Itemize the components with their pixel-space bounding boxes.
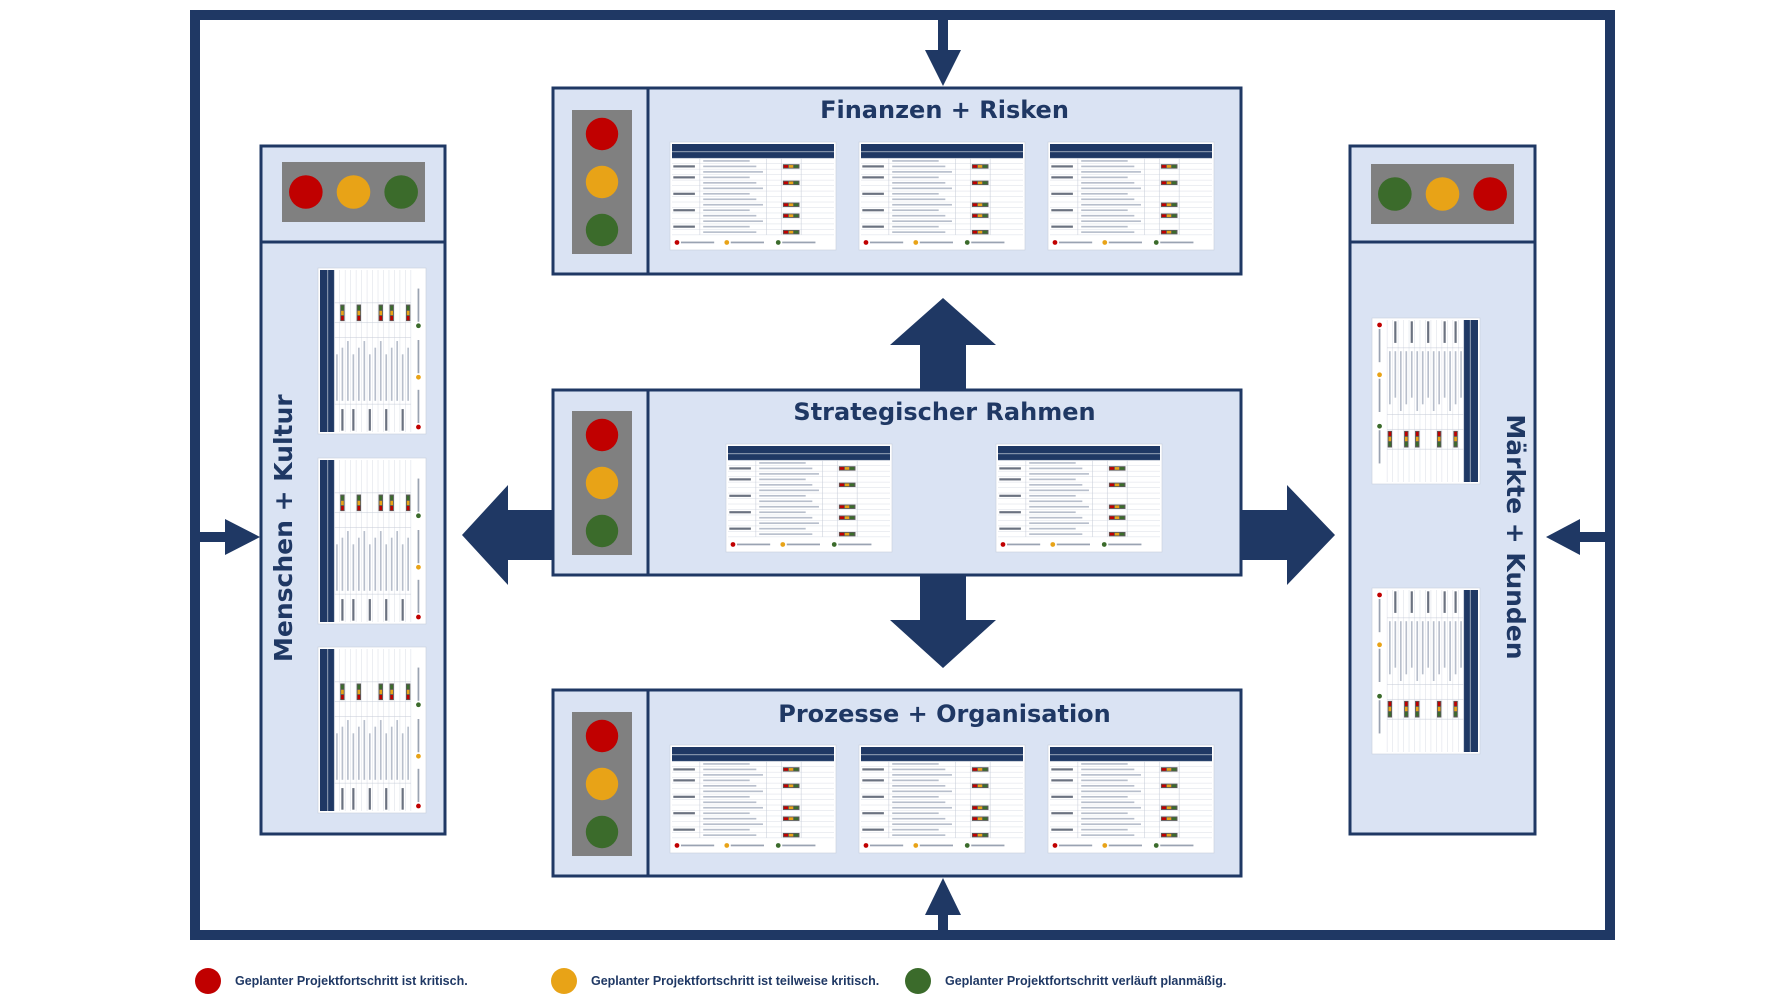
box-maerkte-kunden [1348, 144, 1537, 836]
traffic-light-left [282, 162, 425, 222]
table-thumbnail [1047, 744, 1215, 854]
box-finanzen-risken [551, 86, 1243, 276]
traffic-light-center [572, 411, 632, 555]
table-thumbnail [317, 267, 427, 435]
table-thumbnail [858, 744, 1026, 854]
table-thumbnail [725, 443, 893, 553]
traffic-light-bottom [572, 712, 632, 856]
traffic-light-lamp-green [1378, 177, 1412, 211]
title-prozesse-organisation: Prozesse + Organisation [778, 700, 1111, 728]
legend-amber-dot [551, 968, 577, 994]
table-thumbnail [317, 457, 427, 625]
legend-red-dot [195, 968, 221, 994]
title-maerkte-kunden: Märkte + Kunden [1501, 414, 1530, 660]
traffic-light-right [1371, 164, 1514, 224]
legend-green-dot [905, 968, 931, 994]
arrow-center-up [890, 298, 996, 390]
table-thumbnail [317, 646, 427, 814]
traffic-light-lamp-amber [585, 767, 619, 801]
legend-item-critical: Geplanter Projektfortschritt ist kritisc… [195, 966, 468, 996]
arrow-center-down [890, 575, 996, 668]
title-strategischer-rahmen: Strategischer Rahmen [793, 398, 1096, 426]
traffic-light-lamp-amber [585, 466, 619, 500]
arrow-frame-to-bottom [925, 878, 961, 935]
table-thumbnail [1371, 587, 1481, 755]
table-thumbnail [858, 141, 1026, 251]
arrow-center-left [462, 485, 555, 585]
box-menschen-kultur [259, 144, 447, 836]
traffic-light-lamp-red [585, 117, 619, 151]
legend-label-on-track: Geplanter Projektfortschritt verläuft pl… [945, 974, 1227, 988]
traffic-light-lamp-red [1473, 177, 1507, 211]
title-menschen-kultur: Menschen + Kultur [269, 394, 298, 662]
traffic-light-top [572, 110, 632, 254]
arrow-center-right [1240, 485, 1335, 585]
traffic-light-lamp-green [585, 213, 619, 247]
traffic-light-lamp-green [384, 175, 418, 209]
traffic-light-lamp-green [585, 815, 619, 849]
outer-frame [190, 10, 1615, 940]
traffic-light-lamp-amber [336, 175, 371, 209]
table-thumbnail [669, 141, 837, 251]
box-prozesse-organisation [551, 688, 1243, 878]
arrow-frame-to-top [925, 15, 961, 86]
traffic-light-lamp-red [289, 175, 323, 209]
traffic-light-lamp-amber [585, 165, 619, 199]
table-thumbnail [1371, 317, 1481, 485]
table-thumbnail [995, 443, 1163, 553]
legend-label-partly-critical: Geplanter Projektfortschritt ist teilwei… [591, 974, 880, 988]
traffic-light-lamp-red [585, 418, 619, 452]
legend-item-on-track: Geplanter Projektfortschritt verläuft pl… [905, 966, 1226, 996]
legend-item-partly-critical: Geplanter Projektfortschritt ist teilwei… [551, 966, 879, 996]
title-finanzen-risken: Finanzen + Risken [820, 96, 1069, 124]
traffic-light-lamp-red [585, 719, 619, 753]
table-thumbnail [669, 744, 837, 854]
arrow-frame-to-right [1546, 519, 1610, 555]
table-thumbnail [1047, 141, 1215, 251]
box-strategischer-rahmen [551, 388, 1243, 577]
arrow-frame-to-left [195, 519, 260, 555]
traffic-light-lamp-green [585, 514, 619, 548]
legend-label-critical: Geplanter Projektfortschritt ist kritisc… [235, 974, 468, 988]
traffic-light-lamp-amber [1425, 177, 1460, 211]
